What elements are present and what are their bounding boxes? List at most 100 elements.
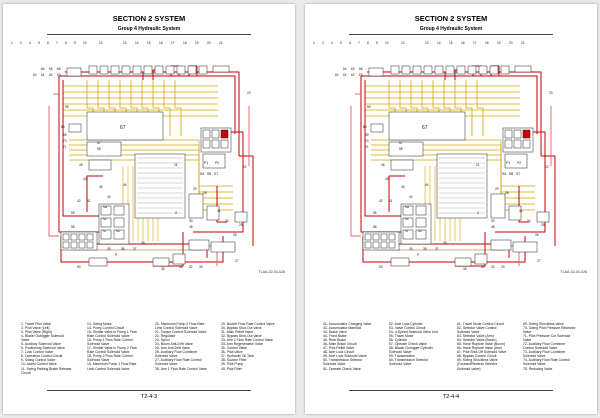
legend-entry: 57- Operate Check Valve: [389, 342, 427, 347]
figure-code: TLAA-02-04-026: [258, 270, 285, 274]
legend-entry: Solenoid Valve: [389, 362, 412, 367]
callout-number: 17: [473, 41, 477, 45]
callout-number: 41: [87, 199, 91, 203]
pump-block: [202, 129, 211, 139]
legend-entry: 5- Auxiliary Solenoid Valve: [21, 342, 61, 347]
solenoid-block: [415, 229, 427, 240]
legend-entry: 38- Suction Filter: [221, 358, 247, 363]
pump-label: P2: [215, 161, 219, 165]
legend-entry: 40- Pilot Filter: [221, 366, 242, 371]
callout-number: 32: [491, 265, 495, 269]
callout-number: 30: [491, 219, 495, 223]
group-title: Group 4 Hydraulic System: [419, 26, 483, 32]
legend-entry: Solenoid Valve: [155, 354, 178, 359]
valve-block: [70, 233, 78, 241]
valve-block: [478, 65, 488, 75]
main-line: [239, 155, 254, 246]
port-label: SF: [405, 217, 409, 221]
legend-entry: 61- Travel Mode Control Circuit: [457, 322, 504, 326]
port-label: SC: [418, 229, 423, 233]
legend-entry: 46- Main Brake Circuit: [323, 342, 357, 347]
legend-entry: 29- Bucket Flow Rate Control Valve: [221, 322, 275, 326]
callout-number: 37: [435, 247, 439, 251]
callout-number: 10: [385, 41, 389, 45]
legend-entry: 50- Transmission Selector: [323, 358, 363, 363]
callout-number: 66: [57, 67, 61, 71]
legend-entry: 58- Blade/ Outrigger Cylinder: [389, 346, 433, 351]
callout-number: 24: [527, 219, 531, 223]
solenoid-block: [388, 141, 424, 157]
callout-number: 40: [409, 195, 413, 199]
legend-entry: 55- Travel Motor: [389, 334, 414, 339]
figure-code: TLAA-02-04-026: [560, 270, 587, 274]
valve-block: [372, 233, 380, 241]
valve-block: [454, 257, 472, 267]
pump-block: [211, 139, 220, 149]
return-line: [48, 106, 59, 237]
legend-entry: Control Solenoid Valve: [523, 346, 558, 351]
legend-entry: Valve: [21, 338, 30, 343]
control-valve-stack: [436, 153, 488, 219]
valve-block: [121, 65, 131, 75]
solenoid-block: [113, 229, 125, 240]
legend-entry: Solenoid Valve: [523, 354, 546, 359]
legend-entry: Valve: [523, 330, 532, 335]
solenoid-block: [402, 217, 414, 228]
legend-entry: Solenoid Valve: [155, 362, 178, 367]
callout-number: 45: [401, 185, 405, 189]
port-label: ST: [214, 172, 218, 176]
callout-number: 40: [107, 195, 111, 199]
solenoid-block: [86, 141, 122, 157]
pump-block: [211, 129, 220, 139]
valve-block: [380, 241, 388, 249]
callout-number: 4: [29, 41, 31, 45]
valve-block: [508, 205, 522, 221]
pump-block: [513, 139, 522, 149]
legend-entry: 14- Pump Control Circuit: [87, 326, 125, 331]
callout-number: 13: [123, 41, 127, 45]
valve-block: [388, 233, 396, 241]
legend-column: 20- Maximum Pump 2 Flow Rate Limit Contr…: [155, 322, 207, 371]
port-label: SF: [103, 217, 107, 221]
legend-entry: 32- Bypass Shut-Out Valve: [221, 334, 262, 339]
callout-number: 45: [99, 185, 103, 189]
callout-number: 29: [193, 187, 197, 191]
valve-block: [536, 211, 550, 223]
callout-number: 57: [399, 141, 403, 145]
callout-number: 59: [65, 105, 69, 109]
header-rule: [349, 34, 553, 35]
solenoid-block: [88, 159, 112, 171]
callout-number: 23: [247, 91, 251, 95]
legend-entry: Solenoid Valve: [87, 342, 110, 347]
pilot-line: [163, 80, 171, 136]
callout-number: 30: [189, 219, 193, 223]
valve-block: [188, 193, 204, 219]
legend-entry: 70- Swing Pilot Pressure Restrictor: [523, 326, 576, 331]
main-line: [216, 186, 227, 223]
callout-number: 69: [63, 133, 67, 137]
legend-entry: Solenoid Valve): [457, 366, 481, 371]
callout-number: 70: [63, 139, 67, 143]
legend-entry: Solenoid Valve: [87, 358, 110, 363]
pump-block: [220, 129, 229, 139]
callout-number: 26: [233, 233, 237, 237]
callout-number: 21: [219, 41, 223, 45]
valve-block: [210, 241, 236, 253]
main-line: [388, 175, 405, 212]
legend-entry: (Forward/Reverse Selector: [457, 362, 498, 367]
callout-number: 3: [322, 41, 324, 45]
callout-number: 12: [401, 41, 405, 45]
legend-entry: 26- Auxiliary Flow Combiner: [155, 350, 198, 355]
legend-entry: 34- Arm Regenerative Valve: [221, 342, 264, 347]
pump-label: P1: [204, 161, 208, 165]
pilot-line: [174, 80, 182, 136]
valve-block: [500, 65, 510, 75]
valve-block: [99, 65, 109, 75]
callout-number: 27: [235, 259, 239, 263]
legend-entry: 11- Swing Parking Brake Release: [21, 366, 72, 371]
valve-block: [467, 65, 477, 75]
